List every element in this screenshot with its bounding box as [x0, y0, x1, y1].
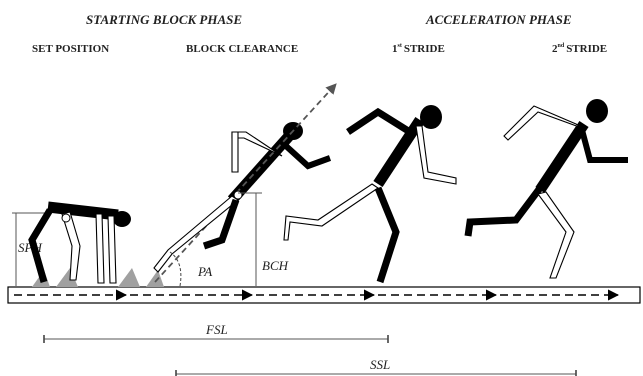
first-stride-figure [283, 105, 457, 284]
starting-block-rear-2 [146, 270, 164, 287]
fsl-measure: FSL [43, 322, 389, 343]
starting-block-front-2 [118, 268, 140, 287]
block-clearance-label: BLOCK CLEARANCE [186, 43, 298, 55]
track-strip-icon [7, 286, 641, 304]
acceleration-phase-heading: ACCELERATION PHASE [425, 12, 572, 27]
fsl-label: FSL [205, 322, 228, 337]
starting-block-phase-heading: STARTING BLOCK PHASE [86, 12, 242, 27]
pa-label: PA [197, 264, 212, 279]
second-stride-figure [464, 99, 628, 279]
trajectory-arrow [154, 83, 337, 283]
block-clearance-figure: PA [153, 83, 337, 287]
bch-label: BCH [262, 258, 289, 273]
ssl-measure: SSL [175, 357, 577, 376]
bch-measure: BCH [238, 192, 289, 286]
ssl-label: SSL [370, 357, 390, 372]
set-position-figure [28, 201, 131, 284]
set-position-label: SET POSITION [32, 43, 109, 55]
starting-block-front [56, 268, 78, 287]
